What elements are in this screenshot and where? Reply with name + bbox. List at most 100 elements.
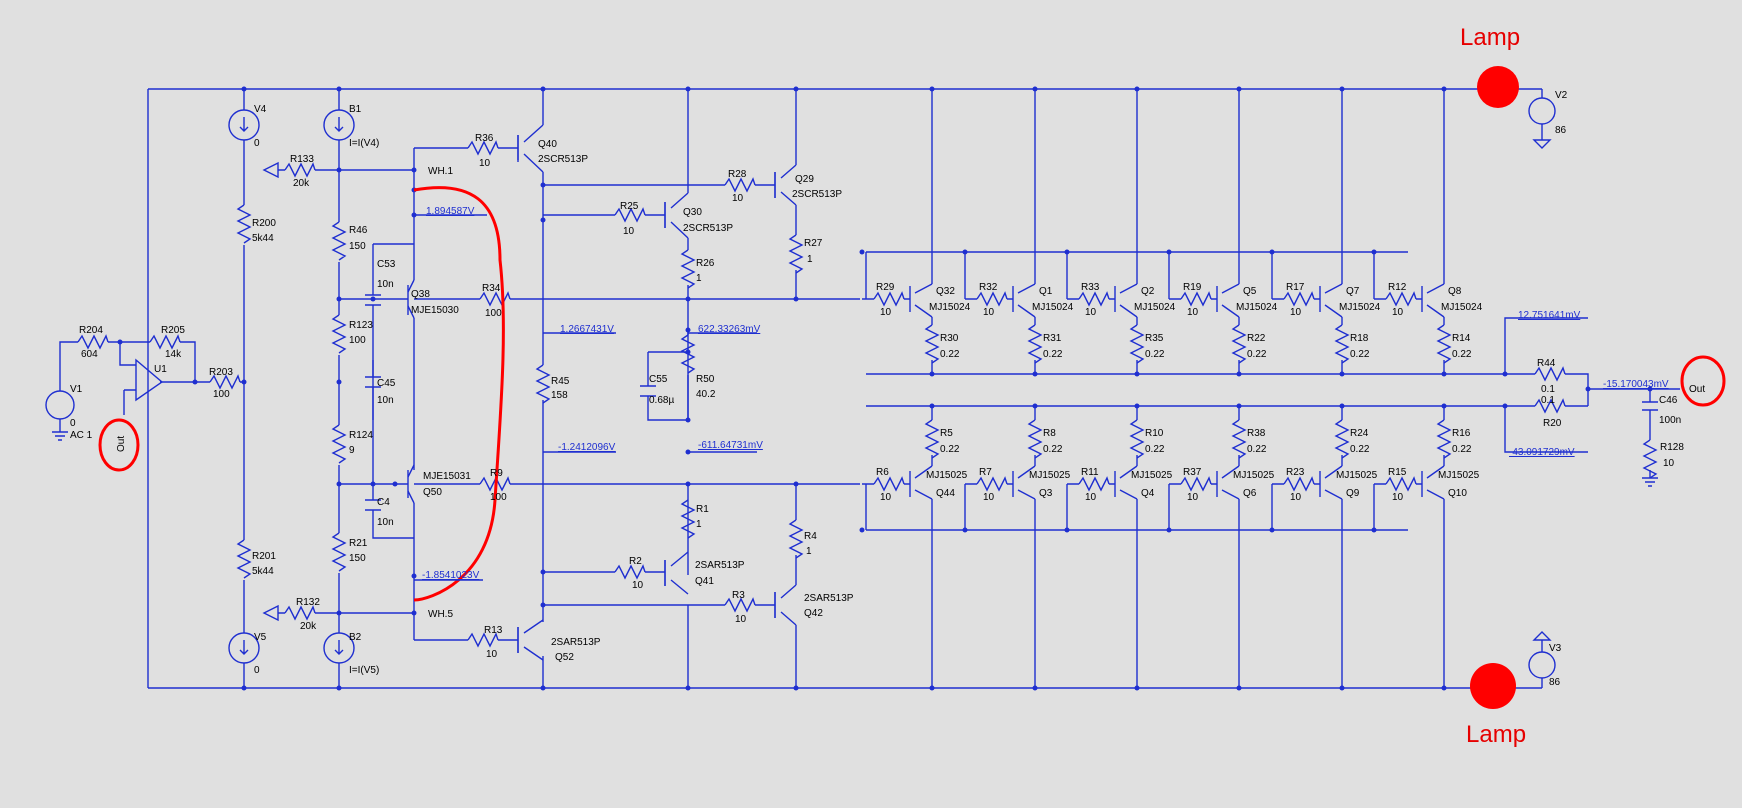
q32-transistor: [909, 283, 933, 318]
label-r24: R24: [1350, 428, 1369, 439]
label-q2: Q2: [1141, 286, 1155, 297]
label-r23-val: 10: [1290, 492, 1302, 503]
r13-resistor: [467, 632, 499, 648]
label-r34: R34: [482, 283, 501, 294]
label-r32: R32: [979, 282, 998, 293]
r37-resistor: [1180, 476, 1212, 492]
voltage-6: -611.64731mV: [698, 440, 763, 451]
label-r22: R22: [1247, 333, 1266, 344]
label-r15-val: 10: [1392, 492, 1404, 503]
label-v2-val: 86: [1555, 125, 1567, 136]
label-r28: R28: [728, 169, 747, 180]
label-b1: B1: [349, 104, 362, 115]
label-r38: R38: [1247, 428, 1266, 439]
red-circle-out-right: [1680, 355, 1726, 407]
label-wh5: WH.5: [428, 609, 453, 620]
label-r19: R19: [1183, 282, 1202, 293]
label-b2: B2: [349, 632, 362, 643]
label-r123: R123: [349, 320, 373, 331]
label-r9-val: 100: [490, 492, 507, 503]
label-r11-val: 10: [1085, 492, 1097, 503]
label-v3-val: 86: [1549, 677, 1561, 688]
label-q8: Q8: [1448, 286, 1462, 297]
label-v4: V4: [254, 104, 267, 115]
r204-resistor: [77, 334, 109, 350]
label-q4-model: MJ15025: [1131, 470, 1173, 481]
label-r45-val: 158: [551, 390, 568, 401]
r29-resistor: [873, 291, 905, 307]
label-out-right: Out: [1689, 384, 1705, 395]
v5-source: [228, 632, 260, 664]
label-r132: R132: [296, 597, 320, 608]
label-r18: R18: [1350, 333, 1369, 344]
label-r10-val: 0.22: [1145, 444, 1165, 455]
label-r205: R205: [161, 325, 185, 336]
label-r1-val: 1: [696, 519, 702, 530]
label-r200-val: 5k44: [252, 233, 274, 244]
r14-resistor: [1436, 324, 1452, 364]
r200-resistor: [236, 204, 252, 244]
label-q29-model: 2SCR513P: [792, 189, 842, 200]
c4-capacitor: [365, 499, 381, 511]
c55-capacitor: [640, 385, 656, 397]
label-r28-val: 10: [732, 193, 744, 204]
label-q32-model: MJ15024: [929, 302, 971, 313]
red-circle-out-left: [98, 418, 140, 472]
label-q50: Q50: [423, 487, 442, 498]
label-q7-model: MJ15024: [1339, 302, 1381, 313]
label-r9: R9: [490, 468, 503, 479]
label-r29: R29: [876, 282, 895, 293]
label-r20: R20: [1543, 418, 1562, 429]
r19-resistor: [1180, 291, 1212, 307]
label-q5: Q5: [1243, 286, 1257, 297]
v1-source: [45, 390, 75, 420]
label-r4-val: 1: [806, 546, 812, 557]
label-q52: Q52: [555, 652, 574, 663]
label-r7: R7: [979, 467, 992, 478]
label-r21-val: 150: [349, 553, 366, 564]
r124-resistor: [331, 424, 347, 464]
label-q32: Q32: [936, 286, 955, 297]
q1-transistor: [1012, 283, 1036, 318]
voltage-1: 1.894587V: [426, 206, 475, 217]
label-r204-val: 604: [81, 349, 98, 360]
label-r44-val: 0.1: [1541, 384, 1555, 395]
r16-resistor: [1436, 419, 1452, 459]
q6-transistor: [1216, 465, 1240, 500]
r46-resistor: [331, 221, 347, 261]
r12-resistor: [1385, 291, 1417, 307]
label-r124-val: 9: [349, 445, 355, 456]
label-q52-model: 2SAR513P: [551, 637, 601, 648]
label-r26-val: 1: [696, 273, 702, 284]
label-r31: R31: [1043, 333, 1062, 344]
r30-resistor: [924, 324, 940, 364]
label-c55-val: 0.68µ: [649, 395, 674, 406]
r28-resistor: [724, 177, 756, 193]
r5-resistor: [924, 419, 940, 459]
label-r16-val: 0.22: [1452, 444, 1472, 455]
r22-resistor: [1231, 324, 1247, 364]
label-q29: Q29: [795, 174, 814, 185]
voltage-9: -43.091729mV: [1509, 447, 1575, 458]
label-r14: R14: [1452, 333, 1471, 344]
label-r19-val: 10: [1187, 307, 1199, 318]
r2-resistor: [614, 564, 646, 580]
v3-source: [1528, 651, 1556, 679]
q9-transistor: [1319, 465, 1343, 500]
label-b2-val: I=I(V5): [349, 665, 379, 676]
r44-resistor: [1534, 366, 1566, 382]
voltage-5: 622.33263mV: [698, 324, 761, 335]
r203-resistor: [209, 374, 241, 390]
label-r35-val: 0.22: [1145, 349, 1165, 360]
label-r6: R6: [876, 467, 889, 478]
label-r2: R2: [629, 556, 642, 567]
label-wh1: WH.1: [428, 166, 453, 177]
label-r201-val: 5k44: [252, 566, 274, 577]
label-c45: C45: [377, 378, 396, 389]
label-r124: R124: [349, 430, 373, 441]
label-r14-val: 0.22: [1452, 349, 1472, 360]
